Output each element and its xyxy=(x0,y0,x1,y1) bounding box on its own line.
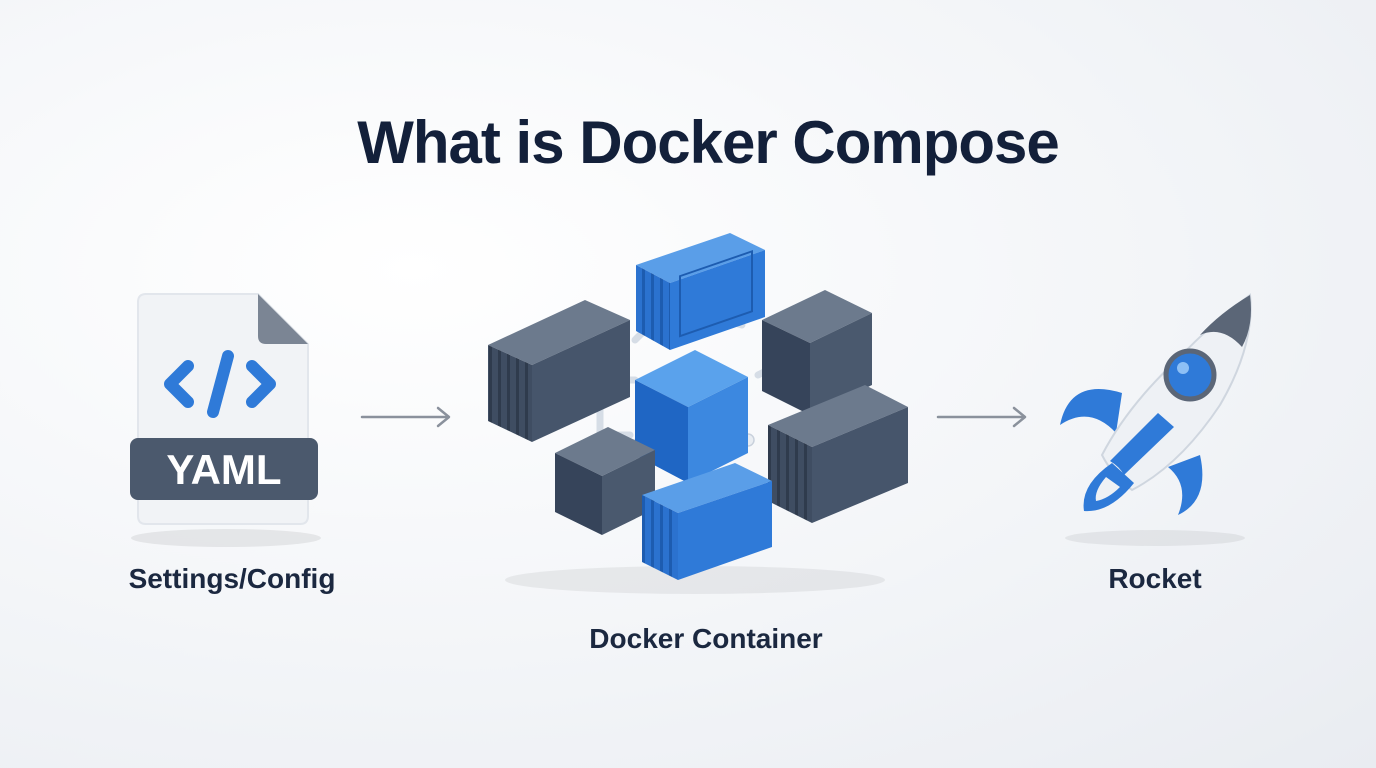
container-top xyxy=(636,233,765,350)
yaml-badge xyxy=(130,438,318,500)
container-left xyxy=(488,300,630,442)
container-bottom xyxy=(642,463,772,580)
rocket-label: Rocket xyxy=(1108,563,1202,594)
config-label: Settings/Config xyxy=(128,563,336,594)
arrow-right-icon xyxy=(360,406,451,428)
rocket-icon xyxy=(1060,293,1252,546)
cube-left-bottom xyxy=(555,427,655,535)
container-cluster-icon xyxy=(488,233,908,594)
arrow-right-icon xyxy=(936,406,1027,428)
yaml-badge-text: YAML xyxy=(166,446,281,493)
code-brackets-icon xyxy=(164,350,276,418)
container-right xyxy=(768,385,908,523)
docker-label: Docker Container xyxy=(589,623,823,654)
yaml-file-icon: YAML xyxy=(130,293,321,547)
page-title: What is Docker Compose xyxy=(357,109,1060,176)
